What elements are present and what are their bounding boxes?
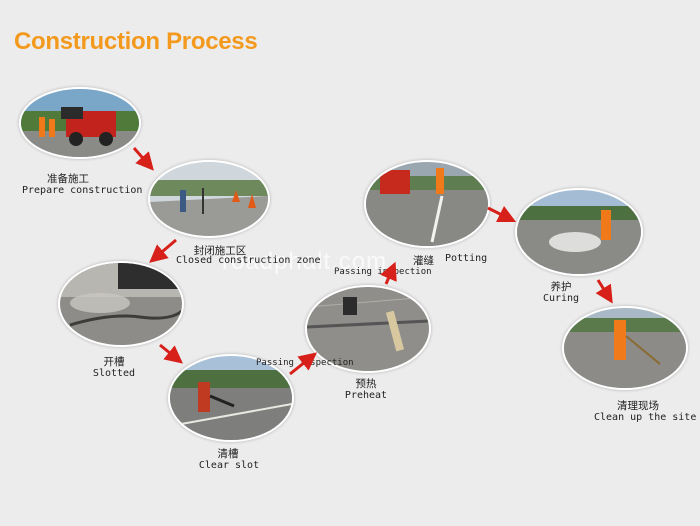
step-photo-prepare [19,87,141,159]
step-photo-slotted [58,261,184,347]
step-label-en-preheat: Preheat [344,390,388,401]
step-photo-curing [515,188,643,276]
watermark: roadphalt.com [222,248,388,275]
step-label-en-prepare: Prepare construction [22,185,143,196]
step-label-en-clean-up: Clean up the site [594,412,697,423]
step-label-cn-slotted: 开槽 [103,356,125,368]
step-photo-preheat [305,285,431,373]
arrow-6 [487,205,517,223]
step-label-cn-preheat: 预热 [355,378,377,390]
step-label-cn-prepare: 准备施工 [47,173,89,185]
inspection-note-1: Passing inspection [334,267,432,277]
page-title: Construction Process [14,28,258,55]
step-label-en-potting: Potting [445,253,488,264]
step-label-cn-clean-up: 清理现场 [617,400,659,412]
step-label-cn-potting: 灌缝 [413,255,434,267]
step-label-en-clear-slot: Clear slot [198,460,260,471]
step-label-en-curing: Curing [542,293,580,304]
step-photo-clean-up [562,306,688,390]
inspection-note-2: Passing inspection [256,358,354,368]
arrow-3 [159,343,183,364]
step-label-cn-clear-slot: 清槽 [217,448,239,460]
step-photo-closed-zone [148,160,270,238]
step-photo-potting [364,160,490,248]
step-label-en-slotted: Slotted [92,368,136,379]
step-photo-clear-slot [168,354,294,442]
arrow-1 [132,147,154,171]
arrow-2 [149,238,177,263]
step-label-cn-curing: 养护 [550,281,572,293]
step-label-cn-closed-zone: 封闭施工区 [193,245,247,257]
arrow-7 [595,279,613,304]
step-label-en-closed-zone: Closed construction zone [176,255,321,266]
